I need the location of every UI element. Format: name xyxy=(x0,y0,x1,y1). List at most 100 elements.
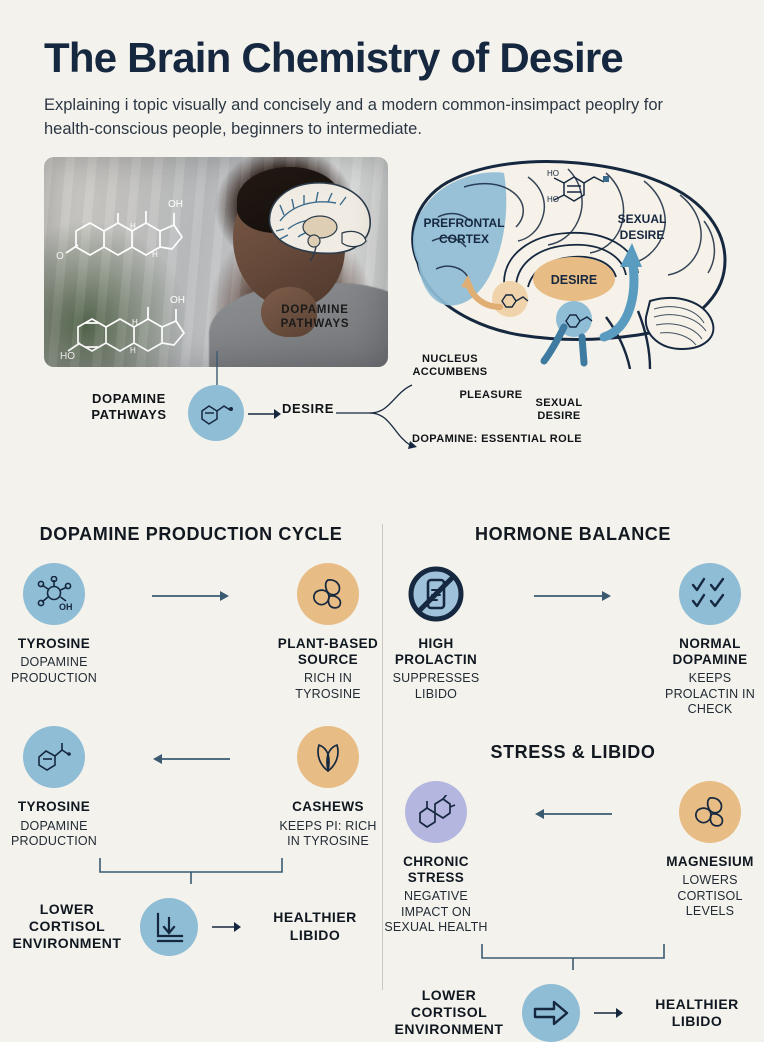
left-row-2: TYROSINE DOPAMINE PRODUCTION CASHEWS xyxy=(0,726,382,849)
photo-subject-hand xyxy=(260,287,317,338)
node-subtitle: NEGATIVE IMPACT ON SEXUAL HEALTH xyxy=(384,889,488,935)
page-header: The Brain Chemistry of Desire Explaining… xyxy=(0,0,764,141)
chronic-stress-circle xyxy=(405,780,467,843)
checkmarks-icon xyxy=(691,577,725,608)
svg-text:OH: OH xyxy=(168,199,183,210)
node-cashews[interactable]: CASHEWS KEEPS PI: RICH IN TYROSINE xyxy=(274,726,382,849)
arrow-right-icon xyxy=(594,1007,623,1018)
right-bracket-connector xyxy=(481,943,665,970)
flow-label-nucleus-accumbens-text: NUCLEUS ACCUMBENS xyxy=(412,352,488,379)
summary-left-label: LOWER CORTISOL ENVIRONMENT xyxy=(394,987,504,1038)
block-arrow-icon xyxy=(533,1000,569,1025)
cashews-circle xyxy=(297,726,359,789)
left-column: DOPAMINE PRODUCTION CYCLE OH TYROSINE xyxy=(0,524,382,956)
photo-vignette xyxy=(44,157,388,367)
plant-source-circle xyxy=(297,563,359,625)
hero-section: OH O H H OH HO H H xyxy=(0,156,764,457)
photo-brain-caption: DOPAMINE PATHWAYS xyxy=(280,303,350,330)
node-subtitle: KEEPS PI: RICH IN TYROSINE xyxy=(279,818,377,849)
left-row-1: OH TYROSINE DOPAMINE PRODUCTION xyxy=(0,563,382,702)
testosterone-molecule-icon: OH O H H xyxy=(56,199,183,262)
svg-text:H: H xyxy=(152,250,158,259)
flow-stem-line xyxy=(216,350,218,385)
right-row-1: HIGH PROLACTIN SUPPRESSES LIBIDO xyxy=(382,563,764,718)
page-subtitle: Explaining i topic visually and concisel… xyxy=(44,96,664,138)
arrow-right-icon xyxy=(152,591,229,601)
section-title-hormone-balance: HORMONE BALANCE xyxy=(475,524,671,544)
dopamine-molecule-icon xyxy=(201,405,233,425)
section-title-dopamine-production-cycle: DOPAMINE PRODUCTION CYCLE xyxy=(39,524,343,544)
hero-photo: OH O H H OH HO H H xyxy=(44,156,388,367)
node-subtitle: DOPAMINE PRODUCTION xyxy=(10,818,98,849)
arrow-right-icon xyxy=(248,408,281,419)
flow-branch-connectors xyxy=(336,384,417,449)
normal-dopamine-circle xyxy=(679,563,741,625)
lower-cortisol-circle-right[interactable] xyxy=(522,983,580,1042)
tyrosine-circle-2 xyxy=(23,726,85,789)
brain-inset-icon xyxy=(268,182,371,261)
arrow-left-row2 xyxy=(152,726,230,849)
svg-text:HO: HO xyxy=(547,169,559,178)
flow-label-nucleus-accumbens: NUCLEUS ACCUMBENS xyxy=(398,353,502,379)
node-chronic-stress[interactable]: CHRONIC STRESS NEGATIVE IMPACT ON SEXUAL… xyxy=(382,780,490,936)
no-phone-icon xyxy=(408,566,464,622)
download-arrow-icon xyxy=(156,912,184,942)
svg-text:OH: OH xyxy=(59,602,73,612)
cortisol-molecule-icon xyxy=(419,794,456,828)
summary-left-label: LOWER CORTISOL ENVIRONMENT xyxy=(12,900,122,952)
left-summary-row: LOWER CORTISOL ENVIRONMENT HEALTHIER LIB… xyxy=(0,897,382,956)
molecule-ring-icon xyxy=(38,743,71,772)
right-summary-row: LOWER CORTISOL ENVIRONMENT HEALTHIER LIB… xyxy=(382,983,764,1042)
flow-label-dopamine-pathways: DOPAMINE PATHWAYS xyxy=(91,390,167,422)
node-title: NORMAL DOPAMINE xyxy=(672,636,748,668)
svg-text:O: O xyxy=(56,251,64,262)
arrow-right-icon xyxy=(212,921,241,932)
brain-diagram: DESIRE HO HO xyxy=(392,151,744,369)
node-title: MAGNESIUM xyxy=(666,853,754,869)
node-subtitle: LOWERS CORTISOL LEVELS xyxy=(677,873,743,919)
cashew-icon xyxy=(695,796,724,827)
arrow-right-row2 xyxy=(534,781,612,936)
summary-right-label: HEALTHIER LIBIDO xyxy=(655,995,739,1029)
node-title: PLANT-BASED SOURCE xyxy=(277,636,379,668)
brain-label-desire: DESIRE xyxy=(551,273,598,287)
flow-label-pleasure: PLEASURE xyxy=(459,388,523,401)
leaf-icon xyxy=(317,744,339,773)
brain-label-prefrontal-cortex-line2: CORTEX xyxy=(439,232,489,246)
high-prolactin-circle xyxy=(405,563,467,625)
flow-label-sexual-desire: SEXUAL DESIRE xyxy=(535,396,583,423)
dopamine-molecule-node xyxy=(188,384,244,441)
left-bracket-connector xyxy=(99,857,283,884)
dopamine-flow-row: DOPAMINE PATHWAYS DESIRE NUCLEUS ACCUMBE… xyxy=(0,353,764,461)
node-normal-dopamine[interactable]: NORMAL DOPAMINE KEEPS PROLACTIN IN CHECK xyxy=(656,563,764,718)
flow-label-dopamine-essential-role: DOPAMINE: ESSENTIAL ROLE xyxy=(412,432,582,445)
node-high-prolactin[interactable]: HIGH PROLACTIN SUPPRESSES LIBIDO xyxy=(382,563,490,718)
node-title: TYROSINE xyxy=(17,636,91,651)
magnesium-circle xyxy=(679,780,741,843)
svg-text:HO: HO xyxy=(60,351,75,361)
node-title: HIGH PROLACTIN xyxy=(394,636,478,668)
cashew-icon xyxy=(313,579,342,609)
molecule-oh-icon: OH xyxy=(37,576,73,612)
arrow-left-icon xyxy=(535,808,612,819)
page-title: The Brain Chemistry of Desire xyxy=(44,34,624,81)
svg-text:OH: OH xyxy=(170,295,185,306)
svg-text:H: H xyxy=(132,318,138,327)
lower-cortisol-circle[interactable] xyxy=(140,897,198,956)
node-subtitle: KEEPS PROLACTIN IN CHECK xyxy=(665,671,755,717)
arrow-left-icon xyxy=(153,754,230,765)
svg-text:H: H xyxy=(130,222,136,231)
brain-label-prefrontal-cortex-line1: PREFRONTAL xyxy=(423,216,504,230)
node-tyrosine-1[interactable]: OH TYROSINE DOPAMINE PRODUCTION xyxy=(0,563,108,702)
section-title-stress-libido: STRESS & LIBIDO xyxy=(490,741,656,762)
node-title: CASHEWS xyxy=(292,799,364,815)
brain-label-sexual-desire-line1: SEXUAL xyxy=(618,212,667,226)
right-row-2: CHRONIC STRESS NEGATIVE IMPACT ON SEXUAL… xyxy=(382,780,764,936)
node-plant-based-source[interactable]: PLANT-BASED SOURCE RICH IN TYROSINE xyxy=(274,563,382,702)
node-subtitle: RICH IN TYROSINE xyxy=(295,671,361,701)
node-tyrosine-2[interactable]: TYROSINE DOPAMINE PRODUCTION xyxy=(0,726,108,849)
right-column: HORMONE BALANCE HIGH PROLACTIN SUPPRESS xyxy=(382,524,764,1042)
arrow-right-icon xyxy=(534,591,611,601)
svg-text:H: H xyxy=(130,346,136,355)
node-magnesium[interactable]: MAGNESIUM LOWERS CORTISOL LEVELS xyxy=(656,780,764,936)
